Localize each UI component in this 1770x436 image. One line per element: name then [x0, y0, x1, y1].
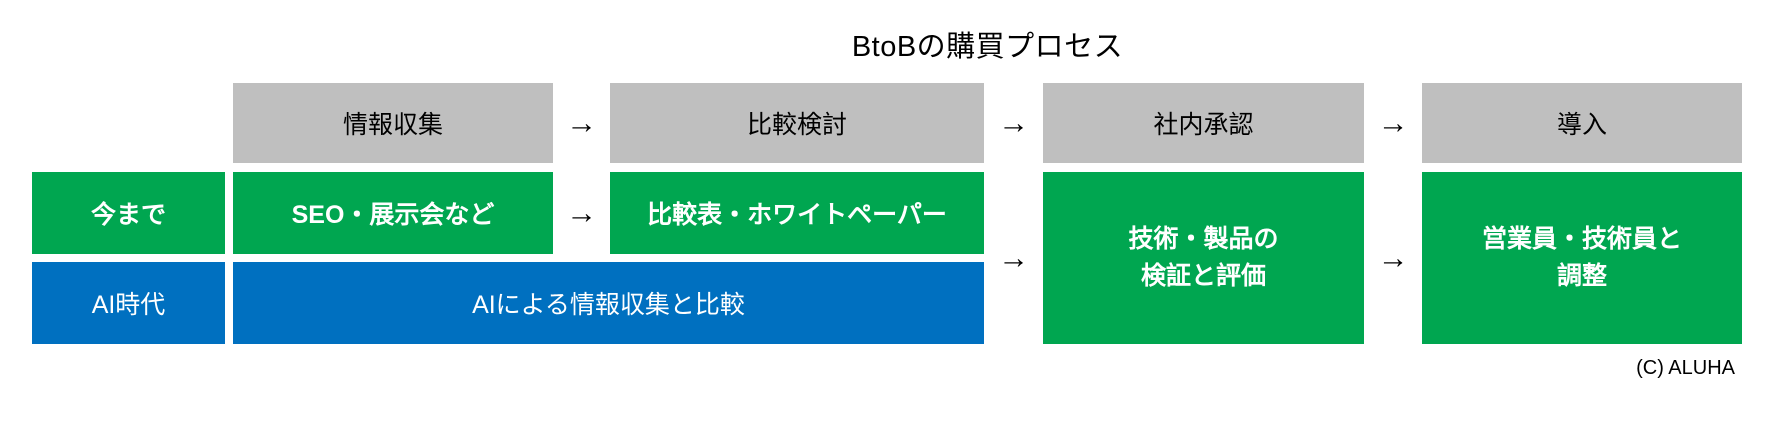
- arrow-right-icon: →: [998, 105, 1029, 140]
- ai-row-label: AI時代: [32, 262, 225, 344]
- arrow-right-icon: →: [566, 105, 597, 140]
- merged-cell-verification: 技術・製品の 検証と評価: [1043, 172, 1364, 344]
- arrow-right-icon: →: [1377, 240, 1409, 275]
- stage-header-comparison: 比較検討: [610, 83, 984, 163]
- stage-header-information-gathering: 情報収集: [233, 83, 553, 163]
- stage-header-internal-approval: 社内承認: [1043, 83, 1364, 163]
- arrow-right-icon: →: [1377, 105, 1409, 140]
- copyright-notice: (C) ALUHA: [1636, 356, 1735, 379]
- past-row-label: 今まで: [32, 172, 225, 254]
- past-cell-comparison: 比較表・ホワイトペーパー: [610, 172, 984, 254]
- arrow-right-icon: →: [998, 240, 1029, 275]
- ai-cell-info-and-comparison: AIによる情報収集と比較: [233, 262, 984, 344]
- merged-cell-adjustment: 営業員・技術員と 調整: [1422, 172, 1742, 344]
- stage-header-deployment: 導入: [1422, 83, 1742, 163]
- page-title: BtoBの購買プロセス: [851, 31, 1124, 63]
- past-cell-info-gathering: SEO・展示会など: [233, 172, 553, 254]
- arrow-right-icon: →: [566, 195, 597, 230]
